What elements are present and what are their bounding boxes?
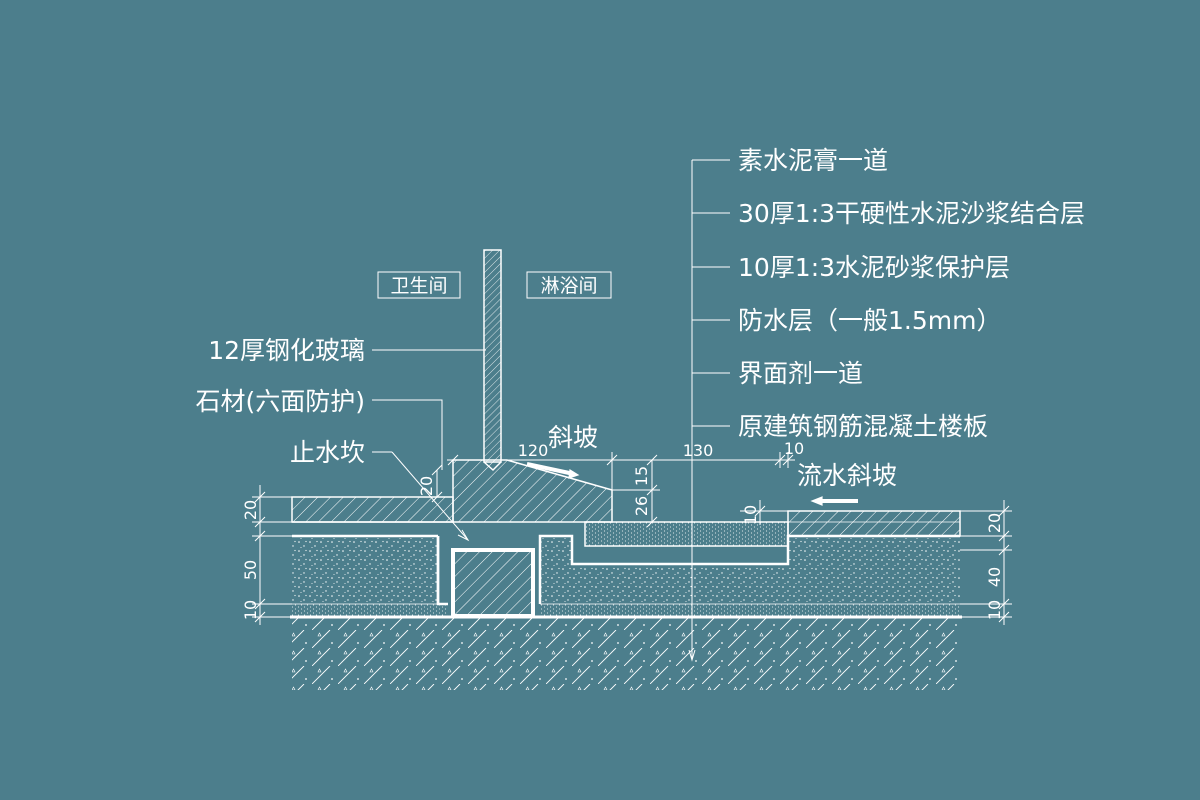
- water-stop-curb: [451, 548, 535, 618]
- waterproof-base-layer: [292, 603, 960, 616]
- threshold-dimensions: [431, 454, 788, 528]
- dim-20-curb: 20: [417, 476, 436, 496]
- left-dimension-stack: [252, 485, 292, 625]
- dim-10-step: 10: [741, 505, 760, 525]
- mortar-bed-layer: [292, 534, 960, 604]
- dim-left-10: 10: [241, 600, 260, 620]
- right-dimension-stack: [960, 500, 1012, 625]
- glass-panel: [483, 249, 502, 472]
- dim-right-40: 40: [985, 567, 1004, 587]
- dim-130: 130: [683, 441, 714, 460]
- layer-label-5: 界面剂一道: [738, 359, 863, 388]
- dim-26: 26: [632, 496, 651, 516]
- dim-15: 15: [632, 466, 651, 486]
- leader-lines: [372, 159, 730, 542]
- stone-finish-layer: [291, 496, 961, 537]
- protection-layer: [292, 521, 789, 606]
- slope-arrows: [526, 462, 858, 506]
- layer-label-1: 素水泥膏一道: [738, 146, 888, 175]
- concrete-slab: [290, 615, 962, 690]
- top-dimension-line: [447, 452, 795, 522]
- dim-left-50: 50: [241, 560, 260, 580]
- layer-label-6: 原建筑钢筋混凝土楼板: [738, 412, 988, 441]
- room-label-right: 淋浴间: [540, 275, 597, 297]
- dim-120: 120: [518, 441, 549, 460]
- room-box-left: [377, 271, 461, 299]
- label-drain-slope: 流水斜坡: [797, 461, 897, 490]
- label-stone: 石材(六面防护): [195, 387, 365, 416]
- dim-right-20: 20: [985, 513, 1004, 533]
- label-curb: 止水坎: [290, 438, 365, 467]
- dim-right-10: 10: [985, 600, 1004, 620]
- dim-10-top: 10: [784, 439, 804, 458]
- label-glass: 12厚钢化玻璃: [208, 336, 365, 365]
- layer-label-3: 10厚1:3水泥砂浆保护层: [738, 253, 1010, 282]
- room-box-right: [526, 271, 612, 299]
- room-label-left: 卫生间: [390, 275, 447, 297]
- layer-label-4: 防水层（一般1.5mm）: [738, 306, 1001, 335]
- label-slope: 斜坡: [548, 423, 598, 452]
- layer-label-2: 30厚1:3干硬性水泥沙浆结合层: [738, 199, 1085, 228]
- dim-left-20: 20: [241, 500, 260, 520]
- threshold-stone: [452, 459, 613, 523]
